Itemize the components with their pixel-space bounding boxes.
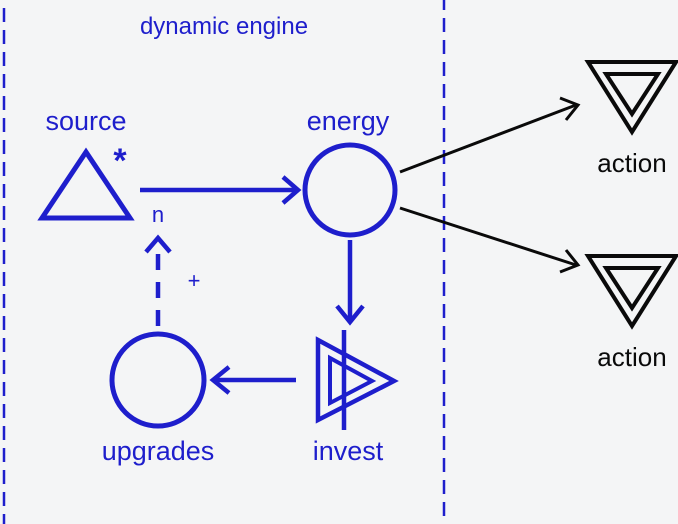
source-node: source * [37, 106, 135, 221]
action-2-drain-outer-icon [584, 254, 678, 330]
edge-source-to-energy: n [140, 175, 302, 227]
invest-converter-outer-icon [315, 336, 399, 424]
invest-label: invest [313, 436, 384, 466]
upgrades-to-source-label: + [188, 268, 201, 293]
source-triangle-icon [37, 147, 135, 221]
edge-energy-to-action-1 [399, 96, 581, 174]
upgrades-pool-icon [109, 331, 207, 429]
edge-energy-to-action-2 [399, 206, 581, 274]
upgrades-to-source-arrowhead [144, 234, 172, 254]
source-label: source [45, 106, 126, 136]
energy-node: energy [302, 106, 398, 238]
source-to-energy-label: n [152, 202, 164, 227]
edge-invest-to-upgrades [209, 365, 296, 395]
upgrades-node: upgrades [102, 331, 215, 466]
invest-to-upgrades-arrowhead [209, 365, 231, 395]
edge-upgrades-to-source: + [144, 234, 201, 326]
energy-to-action-1-arrowhead [559, 96, 581, 121]
action-2-label: action [597, 342, 666, 372]
action-1-drain-inner-icon [602, 72, 662, 118]
energy-to-invest-arrowhead [335, 304, 365, 326]
action-1-drain-outer-icon [584, 60, 678, 136]
energy-to-action-1-arrow [399, 103, 577, 174]
engine-boundary [2, 0, 446, 524]
upgrades-label: upgrades [102, 436, 215, 466]
energy-to-action-2-arrowhead [559, 249, 581, 274]
action-node-2: action [584, 254, 678, 372]
energy-pool-icon [302, 142, 398, 238]
edge-energy-to-invest [335, 240, 365, 326]
energy-label: energy [307, 106, 390, 136]
action-1-label: action [597, 148, 666, 178]
invest-converter-inner-icon [328, 354, 377, 407]
engine-title: dynamic engine [140, 13, 308, 40]
invest-node: invest [313, 330, 399, 466]
action-node-1: action [584, 60, 678, 178]
energy-to-action-2-arrow [399, 206, 577, 267]
source-marker: * [113, 142, 127, 180]
action-2-drain-inner-icon [602, 266, 662, 312]
source-to-energy-arrowhead [281, 175, 302, 205]
